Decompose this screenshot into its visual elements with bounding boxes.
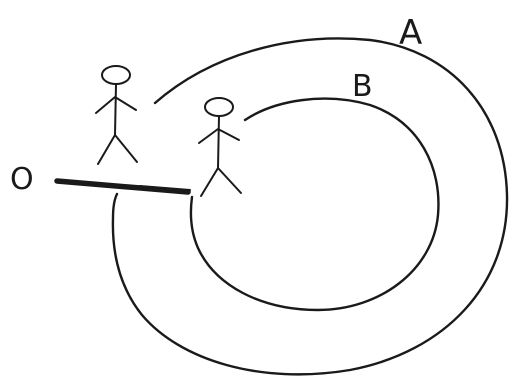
person-a-body: [114, 83, 117, 136]
person-a-legs: [97, 134, 138, 165]
person-b-figure: [198, 97, 242, 197]
person-b-arms: [198, 128, 240, 144]
person-b-head: [204, 97, 234, 117]
label-b: B: [352, 69, 373, 104]
label-o: O: [10, 162, 34, 197]
person-b-body: [217, 115, 220, 169]
person-a-head: [101, 65, 131, 85]
inner-track-b: [189, 97, 440, 312]
start-line-tick: [139, 185, 191, 191]
person-a-figure: [95, 65, 138, 165]
person-a-arms: [95, 96, 137, 114]
start-line-o: [54, 178, 191, 195]
outer-track-a: [111, 37, 509, 376]
person-b-legs: [200, 167, 242, 197]
label-a: A: [399, 13, 423, 53]
